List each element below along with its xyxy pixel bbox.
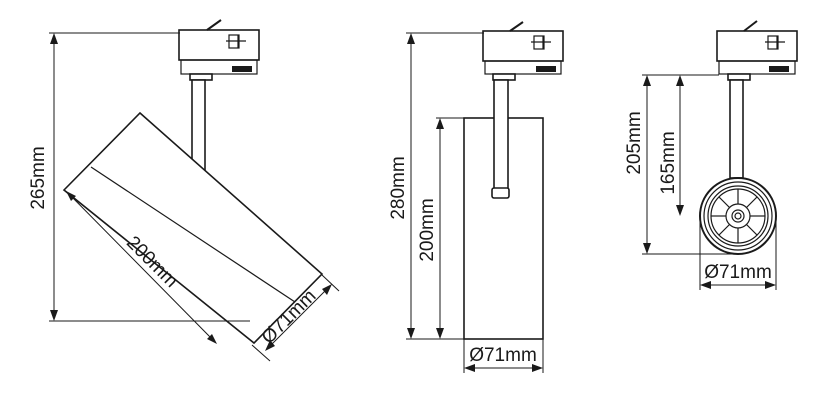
front-center-height-label: 165mm [658, 131, 679, 194]
front-diameter-label: Ø71mm [704, 262, 772, 283]
front-center-height-dimension: 165mm [658, 74, 686, 216]
front-lens [699, 177, 777, 255]
side-body-height-dimension: 200mm [417, 117, 464, 339]
front-height-dimension: 205mm [624, 74, 738, 255]
front-diameter-dimension: Ø71mm [699, 216, 777, 290]
front-stem [729, 79, 744, 179]
side-view: 280mm 200mm Ø71mm [388, 21, 564, 373]
angled-stem [191, 79, 206, 173]
side-total-height-dimension: 280mm [388, 32, 484, 340]
angled-view: 265mm 200mm Ø71mm [28, 19, 340, 362]
angled-track-adapter [178, 19, 260, 81]
side-track-adapter [482, 21, 564, 81]
side-total-height-label: 280mm [388, 156, 409, 219]
front-view: 205mm 165mm Ø71mm [624, 20, 798, 290]
side-stem [493, 79, 509, 196]
angled-cylinder-rim [90, 166, 296, 303]
side-diameter-label: Ø71mm [469, 345, 537, 366]
side-stem-knob [491, 187, 510, 199]
front-height-label: 205mm [624, 111, 645, 174]
side-diameter-dimension: Ø71mm [463, 339, 544, 373]
side-body-height-label: 200mm [417, 198, 438, 261]
angled-height-dimension: 265mm [28, 32, 250, 322]
front-track-adapter [716, 20, 798, 81]
angled-cylinder-body [62, 111, 324, 345]
angled-height-label: 265mm [28, 146, 49, 209]
